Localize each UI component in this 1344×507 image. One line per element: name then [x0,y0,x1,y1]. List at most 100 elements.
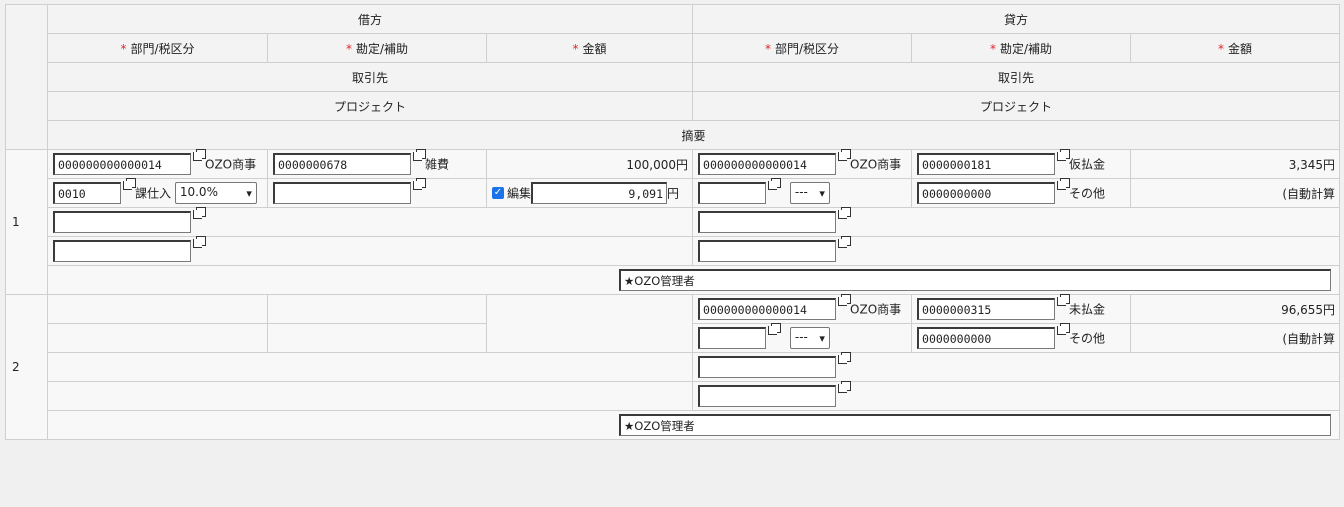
credit-project-cell [692,236,1341,266]
credit-auto-calc: (自動計算 [1130,323,1341,353]
credit-account-picker-icon[interactable] [1057,149,1071,161]
credit-project-input[interactable] [698,240,837,262]
debit-project-picker-icon[interactable] [193,236,206,248]
debit-project-input[interactable] [53,240,191,262]
debit-partner-input[interactable] [53,211,191,233]
credit-project-picker-icon[interactable] [838,381,852,393]
credit-sub-account-input[interactable]: 0000000000 [917,327,1056,349]
header-credit: 貸方 [692,4,1341,34]
credit-partner-input[interactable] [698,211,837,233]
debit-dept-picker-icon[interactable] [193,149,206,161]
debit-tax-name: 課仕入 [135,186,172,201]
credit-sub-account-name: その他 [1069,186,1106,201]
debit-tax-amount-input[interactable]: 9,091 [531,182,668,204]
header-debit-partner: 取引先 [46,62,694,92]
credit-dept-input[interactable]: 000000000000014 [698,153,837,175]
debit-account-name: 雑費 [425,157,450,172]
debit-sub-account-input[interactable] [273,182,411,204]
credit-project-cell [692,381,1341,411]
credit-partner-picker-icon[interactable] [838,352,852,364]
credit-tax-picker-icon[interactable] [768,178,782,190]
credit-account-input[interactable]: 0000000315 [917,298,1056,320]
credit-tax-input[interactable] [698,327,767,349]
credit-tax-select[interactable]: ---▾ [789,327,830,349]
journal-entry-table: 借方 貸方 *部門/税区分 *勘定/補助 *金額 *部門/税区分 *勘定/補助 … [5,4,1341,440]
credit-dept-input[interactable]: 000000000000014 [698,298,837,320]
credit-project-input[interactable] [698,385,837,407]
chevron-down-icon: ▾ [819,332,825,345]
memo-cell: ★OZO管理者 [46,410,1341,440]
debit-amount-cell [485,294,694,353]
credit-project-picker-icon[interactable] [838,236,852,248]
debit-tax-input[interactable]: 0010 [53,182,121,204]
header-debit-project: プロジェクト [46,91,694,121]
credit-auto-calc: (自動計算 [1130,178,1341,208]
debit-dept-cell [47,294,268,324]
credit-account-name: 未払金 [1069,302,1106,317]
memo-input[interactable]: ★OZO管理者 [619,269,1331,291]
memo-input[interactable]: ★OZO管理者 [619,414,1331,436]
credit-dept-picker-icon[interactable] [838,294,852,306]
credit-tax-picker-icon[interactable] [768,323,782,335]
credit-tax-input[interactable] [698,182,767,204]
debit-account-cell [267,294,487,324]
credit-account-name: 仮払金 [1069,157,1106,172]
debit-dept-name: OZO商事 [205,157,257,172]
credit-tax-cell: ---▾ [692,323,913,353]
credit-dept-cell: 000000000000014 OZO商事 [692,149,913,179]
debit-account-picker-icon[interactable] [413,149,426,161]
debit-partner-picker-icon[interactable] [193,207,206,219]
credit-sub-account-picker-icon[interactable] [1057,178,1071,190]
credit-amount: 3,345円 [1130,149,1341,179]
debit-tax-unit: 円 [667,186,680,201]
credit-dept-cell: 000000000000014 OZO商事 [692,294,913,324]
credit-partner-picker-icon[interactable] [838,207,852,219]
credit-amount: 96,655円 [1130,294,1341,324]
debit-dept-input[interactable]: 000000000000014 [53,153,191,175]
header-debit-amount: *金額 [485,33,694,63]
edit-checkbox[interactable]: ✓ [492,187,504,199]
credit-dept-picker-icon[interactable] [838,149,852,161]
header-credit-project: プロジェクト [692,91,1341,121]
debit-tax-rate-select[interactable]: 10.0%▾ [174,182,257,204]
header-credit-amount: *金額 [1130,33,1341,63]
credit-partner-input[interactable] [698,356,837,378]
row-number: 1 [5,149,48,295]
debit-partner-cell [46,352,694,382]
header-corner [5,4,48,150]
debit-sub-account-cell [267,178,487,208]
debit-account-input[interactable]: 0000000678 [273,153,411,175]
debit-project-cell [46,381,694,411]
credit-sub-account-input[interactable]: 0000000000 [917,182,1056,204]
header-credit-dept-tax: *部門/税区分 [692,33,913,63]
debit-tax-cell: 0010 課仕入 10.0%▾ [47,178,268,208]
credit-account-cell: 0000000181 仮払金 [911,149,1132,179]
credit-dept-name: OZO商事 [850,302,902,317]
chevron-down-icon: ▾ [246,187,252,200]
header-debit: 借方 [46,4,694,34]
credit-partner-cell [692,207,1341,237]
header-credit-partner: 取引先 [692,62,1341,92]
credit-tax-cell: ---▾ [692,178,913,208]
debit-sub-account-cell [267,323,487,353]
header-credit-account: *勘定/補助 [911,33,1132,63]
header-debit-account: *勘定/補助 [267,33,487,63]
header-memo: 摘要 [46,120,1341,150]
credit-dept-name: OZO商事 [850,157,902,172]
debit-partner-cell [46,207,694,237]
credit-account-input[interactable]: 0000000181 [917,153,1056,175]
row-number: 2 [5,294,48,440]
header-debit-dept-tax: *部門/税区分 [47,33,268,63]
credit-account-picker-icon[interactable] [1057,294,1071,306]
debit-account-cell: 0000000678 雑費 [267,149,487,179]
credit-tax-select[interactable]: ---▾ [789,182,830,204]
chevron-down-icon: ▾ [819,187,825,200]
debit-sub-account-picker-icon[interactable] [413,178,426,190]
debit-project-cell [46,236,694,266]
debit-tax-picker-icon[interactable] [123,178,136,190]
credit-sub-account-picker-icon[interactable] [1057,323,1071,335]
debit-tax-cell [47,323,268,353]
memo-cell: ★OZO管理者 [46,265,1341,295]
